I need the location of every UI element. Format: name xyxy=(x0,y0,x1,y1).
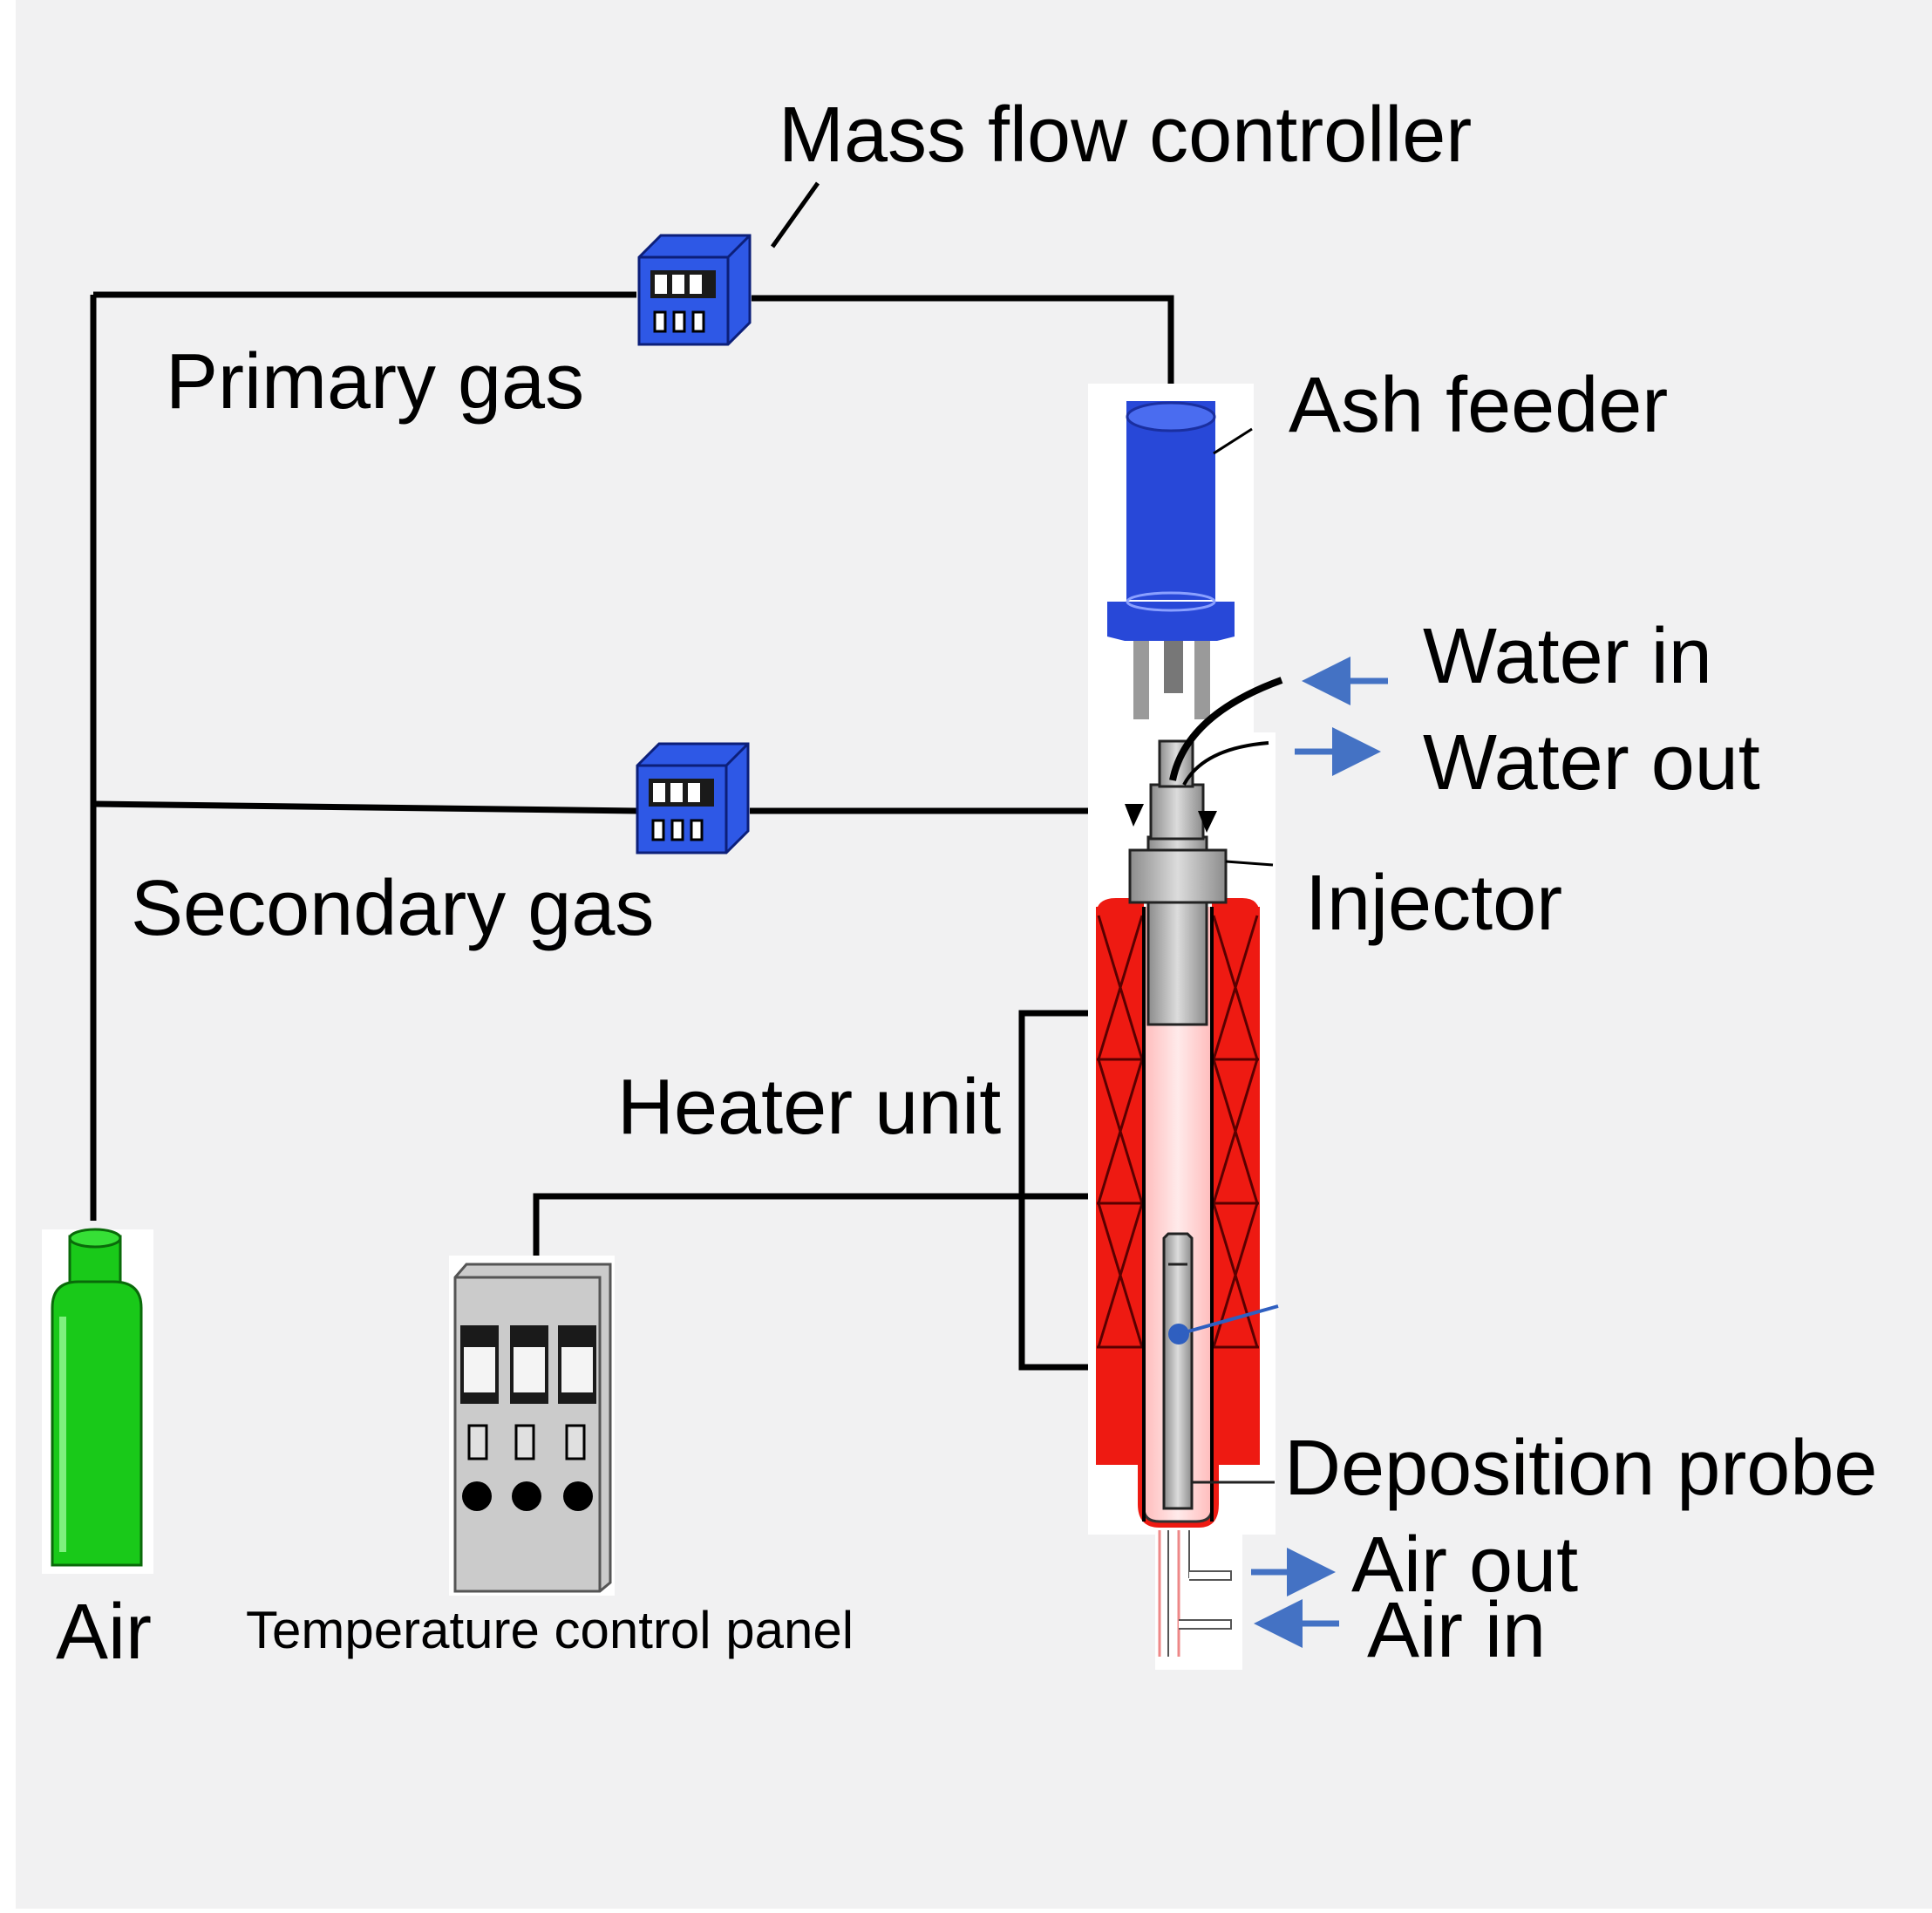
secondary-gas-line-in xyxy=(92,800,637,814)
background xyxy=(16,0,1932,1909)
label-air-in: Air in xyxy=(1367,1587,1546,1674)
gas-lines xyxy=(90,291,1174,1371)
label-primary-gas: Primary gas xyxy=(166,338,584,425)
label-temperature-control-panel: Temperature control panel xyxy=(246,1601,854,1659)
primary-gas-line-out xyxy=(752,295,1174,397)
mfc-leader xyxy=(770,181,820,248)
label-air: Air xyxy=(56,1589,152,1676)
label-water-in: Water in xyxy=(1423,613,1712,700)
label-air-out: Air out xyxy=(1351,1522,1578,1609)
temperature-control-panel xyxy=(449,1256,615,1596)
label-heater-unit: Heater unit xyxy=(617,1064,1001,1151)
label-secondary-gas: Secondary gas xyxy=(131,865,654,952)
label-deposition-probe: Deposition probe xyxy=(1284,1425,1877,1512)
ash-feeder xyxy=(1088,384,1254,732)
heater-bracket xyxy=(1018,1010,1094,1371)
mass-flow-controller-primary xyxy=(637,234,752,346)
label-injector: Injector xyxy=(1305,860,1562,947)
air-cylinder xyxy=(42,1228,153,1574)
temperature-panel-line xyxy=(533,1193,1094,1256)
flow-arrows xyxy=(1251,657,1388,1648)
label-mass-flow-controller: Mass flow controller xyxy=(779,92,1472,179)
label-water-out: Water out xyxy=(1423,719,1760,807)
mass-flow-controller-secondary xyxy=(636,742,750,854)
label-ash-feeder: Ash feeder xyxy=(1289,362,1668,449)
deposition-probe xyxy=(1155,1232,1279,1670)
injector xyxy=(1125,677,1283,1026)
